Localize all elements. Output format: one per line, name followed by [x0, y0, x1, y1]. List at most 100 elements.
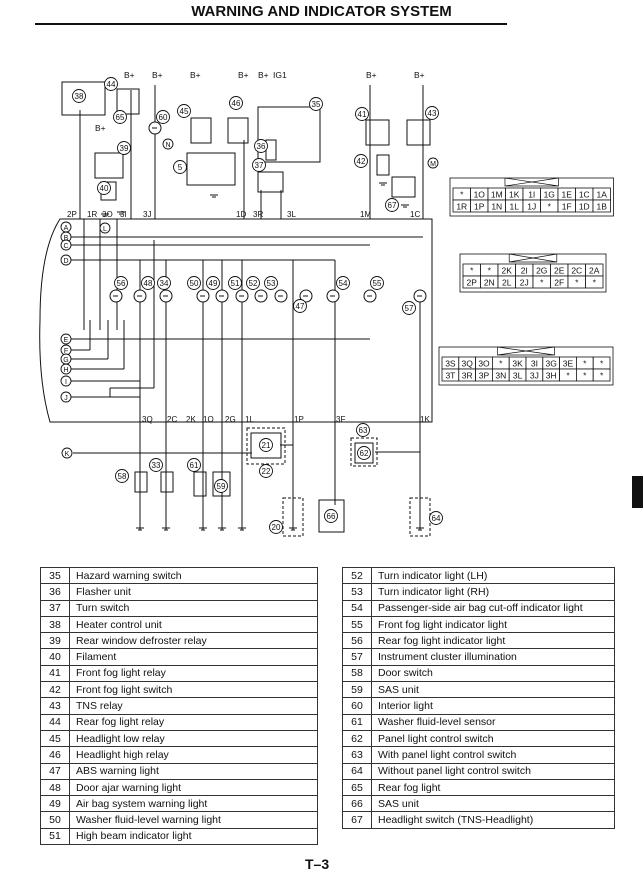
wire-letter-text: D — [63, 258, 68, 265]
legend-label: Flasher unit — [69, 583, 318, 601]
connector-pin-label: * — [583, 371, 587, 381]
power-label-bplus: B+ — [258, 70, 269, 80]
lamp-icon — [363, 289, 377, 303]
callout-number: 54 — [339, 279, 348, 288]
legend-number: 43 — [40, 697, 70, 715]
legend-number: 58 — [342, 664, 372, 683]
callout-number: 61 — [190, 461, 199, 470]
legend-label: Panel light control switch — [371, 729, 615, 748]
legend-number: 62 — [342, 729, 372, 748]
callout-52: 52 — [246, 276, 260, 290]
callout-number: 20 — [272, 523, 281, 532]
wire-letter-text: A — [64, 225, 69, 232]
callout-60: 60 — [156, 110, 170, 124]
terminal-bottom-1p: 1P — [294, 415, 304, 424]
connector-pin-label: * — [593, 278, 597, 288]
wire-letter-text: N — [165, 142, 170, 149]
callout-number: 22 — [262, 467, 271, 476]
connector-pin-label: 1D — [579, 202, 590, 212]
callout-49: 49 — [206, 276, 220, 290]
callout-circle — [141, 276, 155, 290]
legend-number: 46 — [40, 746, 70, 764]
wire-letter-text: M — [430, 161, 436, 168]
lamp-icon — [148, 121, 162, 135]
terminal-top-2p: 2P — [67, 210, 77, 219]
callout-57: 57 — [402, 301, 416, 315]
connector-pin-label: 3K — [512, 359, 523, 369]
callout-number: 57 — [405, 304, 414, 313]
ground-icon — [238, 527, 246, 531]
connector-pin-label: 1I — [528, 190, 535, 200]
connector-pin-label: 2N — [484, 278, 495, 288]
callout-62: 62 — [357, 446, 371, 460]
power-label-bplus: B+ — [152, 70, 163, 80]
callout-5: 5 — [173, 160, 187, 174]
legend-number: 54 — [342, 599, 372, 617]
legend-label: Washer fluid-level sensor — [371, 713, 615, 731]
connector-pin-label: 2G — [536, 266, 547, 276]
power-label-bplus: B+ — [190, 70, 201, 80]
wire-letter-l: L — [99, 222, 111, 234]
connector-pin-label: * — [460, 190, 464, 200]
legend-number: 47 — [40, 762, 70, 780]
callout-circle — [72, 89, 86, 103]
legend-label: High beam indicator light — [69, 827, 318, 846]
connector-pin-label: 1A — [597, 190, 608, 200]
terminal-top-1c: 1C — [410, 210, 420, 219]
callout-46: 46 — [229, 96, 243, 110]
legend-number: 61 — [342, 713, 372, 731]
connector-pin-label: * — [540, 278, 544, 288]
callout-number: 36 — [257, 142, 266, 151]
legend-label: Front fog light indicator light — [371, 615, 615, 634]
connector-pin-label: 3O — [478, 359, 490, 369]
callout-42: 42 — [354, 154, 368, 168]
connector-pin-label: 3T — [445, 371, 455, 381]
callout-number: 44 — [107, 80, 116, 89]
terminal-top-3i: 3I — [120, 210, 127, 219]
callout-number: 52 — [249, 279, 258, 288]
connector-pin-label: 2F — [554, 278, 564, 288]
connector-pin-label: 3H — [546, 371, 557, 381]
callout-circle — [177, 104, 191, 118]
callout-38: 38 — [72, 89, 86, 103]
callout-circle — [114, 276, 128, 290]
callout-33: 33 — [149, 458, 163, 472]
terminal-bottom-1l: 1L — [245, 415, 254, 424]
wire-letter-text: H — [63, 367, 68, 374]
legend-label: Front fog light relay — [69, 664, 318, 683]
legend-number: 56 — [342, 632, 372, 650]
connector-pin-label: 3G — [546, 359, 557, 369]
ground-icon — [101, 213, 109, 217]
terminal-top-3l: 3L — [287, 210, 296, 219]
callout-number: 67 — [388, 201, 397, 210]
callout-number: 33 — [152, 461, 161, 470]
lamp-icon — [274, 289, 288, 303]
callout-number: 63 — [359, 426, 368, 435]
connector-pin-label: 2I — [521, 266, 528, 276]
legend-number: 64 — [342, 762, 372, 780]
callout-circle — [252, 158, 266, 172]
terminal-top-1r: 1R — [87, 210, 97, 219]
callout-circle — [97, 181, 111, 195]
callout-20: 20 — [269, 520, 283, 534]
legend-label: TNS relay — [69, 697, 318, 715]
wire-letter-text: K — [65, 451, 70, 458]
connector-pin-label: * — [600, 371, 604, 381]
wire-letter-n: N — [162, 138, 174, 150]
callout-number: 50 — [190, 279, 199, 288]
page-title: WARNING AND INDICATOR SYSTEM — [191, 3, 452, 20]
connector-pin-label: 1L — [510, 202, 520, 212]
callout-circle — [429, 511, 443, 525]
ground-icon — [401, 204, 409, 208]
legend-label: Front fog light switch — [69, 681, 318, 699]
legend-number: 63 — [342, 746, 372, 764]
connector-pin-label: 2L — [502, 278, 512, 288]
